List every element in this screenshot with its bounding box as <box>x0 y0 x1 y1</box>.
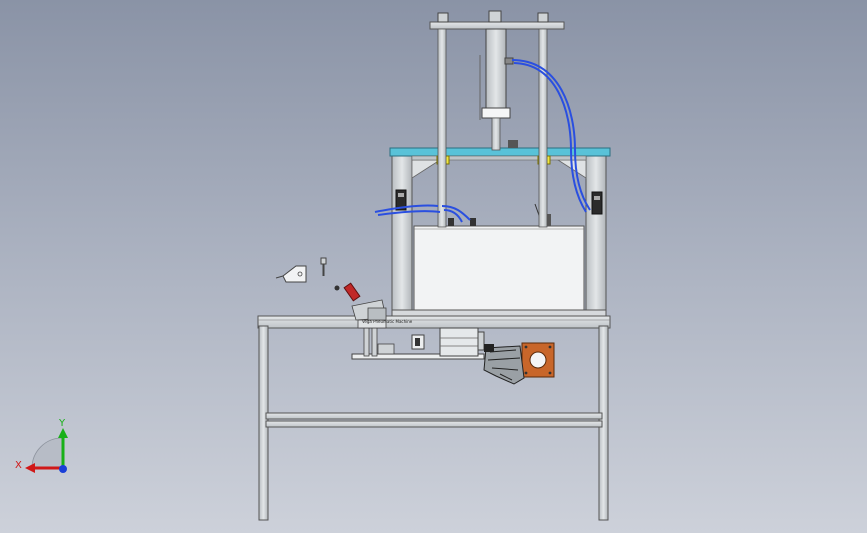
tube-left-3 <box>441 205 471 221</box>
triad-x-label: X <box>15 460 22 471</box>
motor-gearbox[interactable] <box>483 345 525 385</box>
housing-base <box>391 309 607 317</box>
motor-gearbox-detail <box>487 349 521 381</box>
toggle-clamp-handle[interactable] <box>343 282 361 302</box>
mechanism-cyl-fitting <box>477 331 485 351</box>
tube-main <box>511 59 591 211</box>
mechanism-cylinder-block[interactable] <box>439 327 479 357</box>
cylinder-top-plate <box>429 21 565 30</box>
table-crossbar-upper <box>265 412 603 420</box>
tube-left-4 <box>443 209 463 223</box>
sensor-right-cap <box>594 196 600 200</box>
fitting-3 <box>545 214 551 226</box>
nut-part[interactable] <box>334 285 340 291</box>
pneumatic-tubes <box>374 59 591 223</box>
motor-bolt-2 <box>548 345 552 349</box>
triad-z-origin <box>59 465 67 473</box>
mechanism-sensor-core <box>415 338 420 346</box>
tube-main-2 <box>513 62 587 213</box>
nut-left <box>437 12 449 23</box>
nut-right <box>537 12 549 23</box>
triad-disc <box>31 437 63 469</box>
toggle-clamp-base <box>367 307 387 321</box>
cylinder-assembly[interactable] <box>429 10 565 228</box>
stepper-motor[interactable] <box>483 342 555 385</box>
sensor-left[interactable] <box>395 189 407 211</box>
mechanism-post-2 <box>371 327 378 357</box>
motor-bolt-1 <box>524 345 528 349</box>
triad-y-arrowhead <box>58 428 68 438</box>
cylinder-bottom-fitting <box>508 140 518 148</box>
toggle-clamp[interactable] <box>343 282 387 321</box>
mechanism-post-1 <box>363 327 370 357</box>
housing-post-right <box>585 153 607 317</box>
cylinder-port <box>504 57 514 65</box>
part-label: Vega Pneumatic Machine <box>362 319 413 324</box>
brace-left <box>411 159 442 179</box>
mechanism-small-block <box>377 343 395 355</box>
bracket-tab <box>275 275 284 279</box>
mechanism-base-plate <box>351 353 485 360</box>
coordinate-triad-icon: Y X <box>15 418 68 473</box>
sensor-right[interactable] <box>591 191 603 215</box>
triad-x-arrowhead <box>25 463 35 473</box>
lower-mechanism[interactable]: Vega Pneumatic Machine <box>351 319 485 360</box>
triad-y-label: Y <box>58 418 66 429</box>
fitting-2 <box>470 218 476 226</box>
tube-left-2 <box>377 210 441 216</box>
bolt-part[interactable] <box>320 257 327 265</box>
upper-housing[interactable] <box>391 153 607 317</box>
housing-post-left <box>391 153 413 317</box>
fitting-1 <box>448 218 454 226</box>
motor-shaft-hole <box>529 351 547 369</box>
tube-left-1 <box>374 204 439 213</box>
cylinder-body[interactable] <box>485 28 507 110</box>
table-top-beam <box>257 315 611 329</box>
nut-center <box>488 10 502 23</box>
housing-inner-box <box>413 225 585 313</box>
bracket-part[interactable] <box>282 265 307 283</box>
table-frame[interactable] <box>257 315 611 521</box>
motor-bolt-3 <box>524 371 528 375</box>
cylinder-rod-clamp <box>481 107 511 119</box>
guide-rod-left <box>437 28 447 228</box>
guide-rod-right <box>538 28 548 228</box>
loose-parts[interactable] <box>275 257 340 291</box>
bracket-hole <box>297 271 303 277</box>
cylinder-rod <box>491 117 501 151</box>
sensor-left-cap <box>398 193 404 197</box>
motor-bolt-4 <box>548 371 552 375</box>
table-crossbar-lower <box>265 420 603 428</box>
top-plate-under <box>411 155 587 161</box>
motor-connector <box>484 344 494 352</box>
